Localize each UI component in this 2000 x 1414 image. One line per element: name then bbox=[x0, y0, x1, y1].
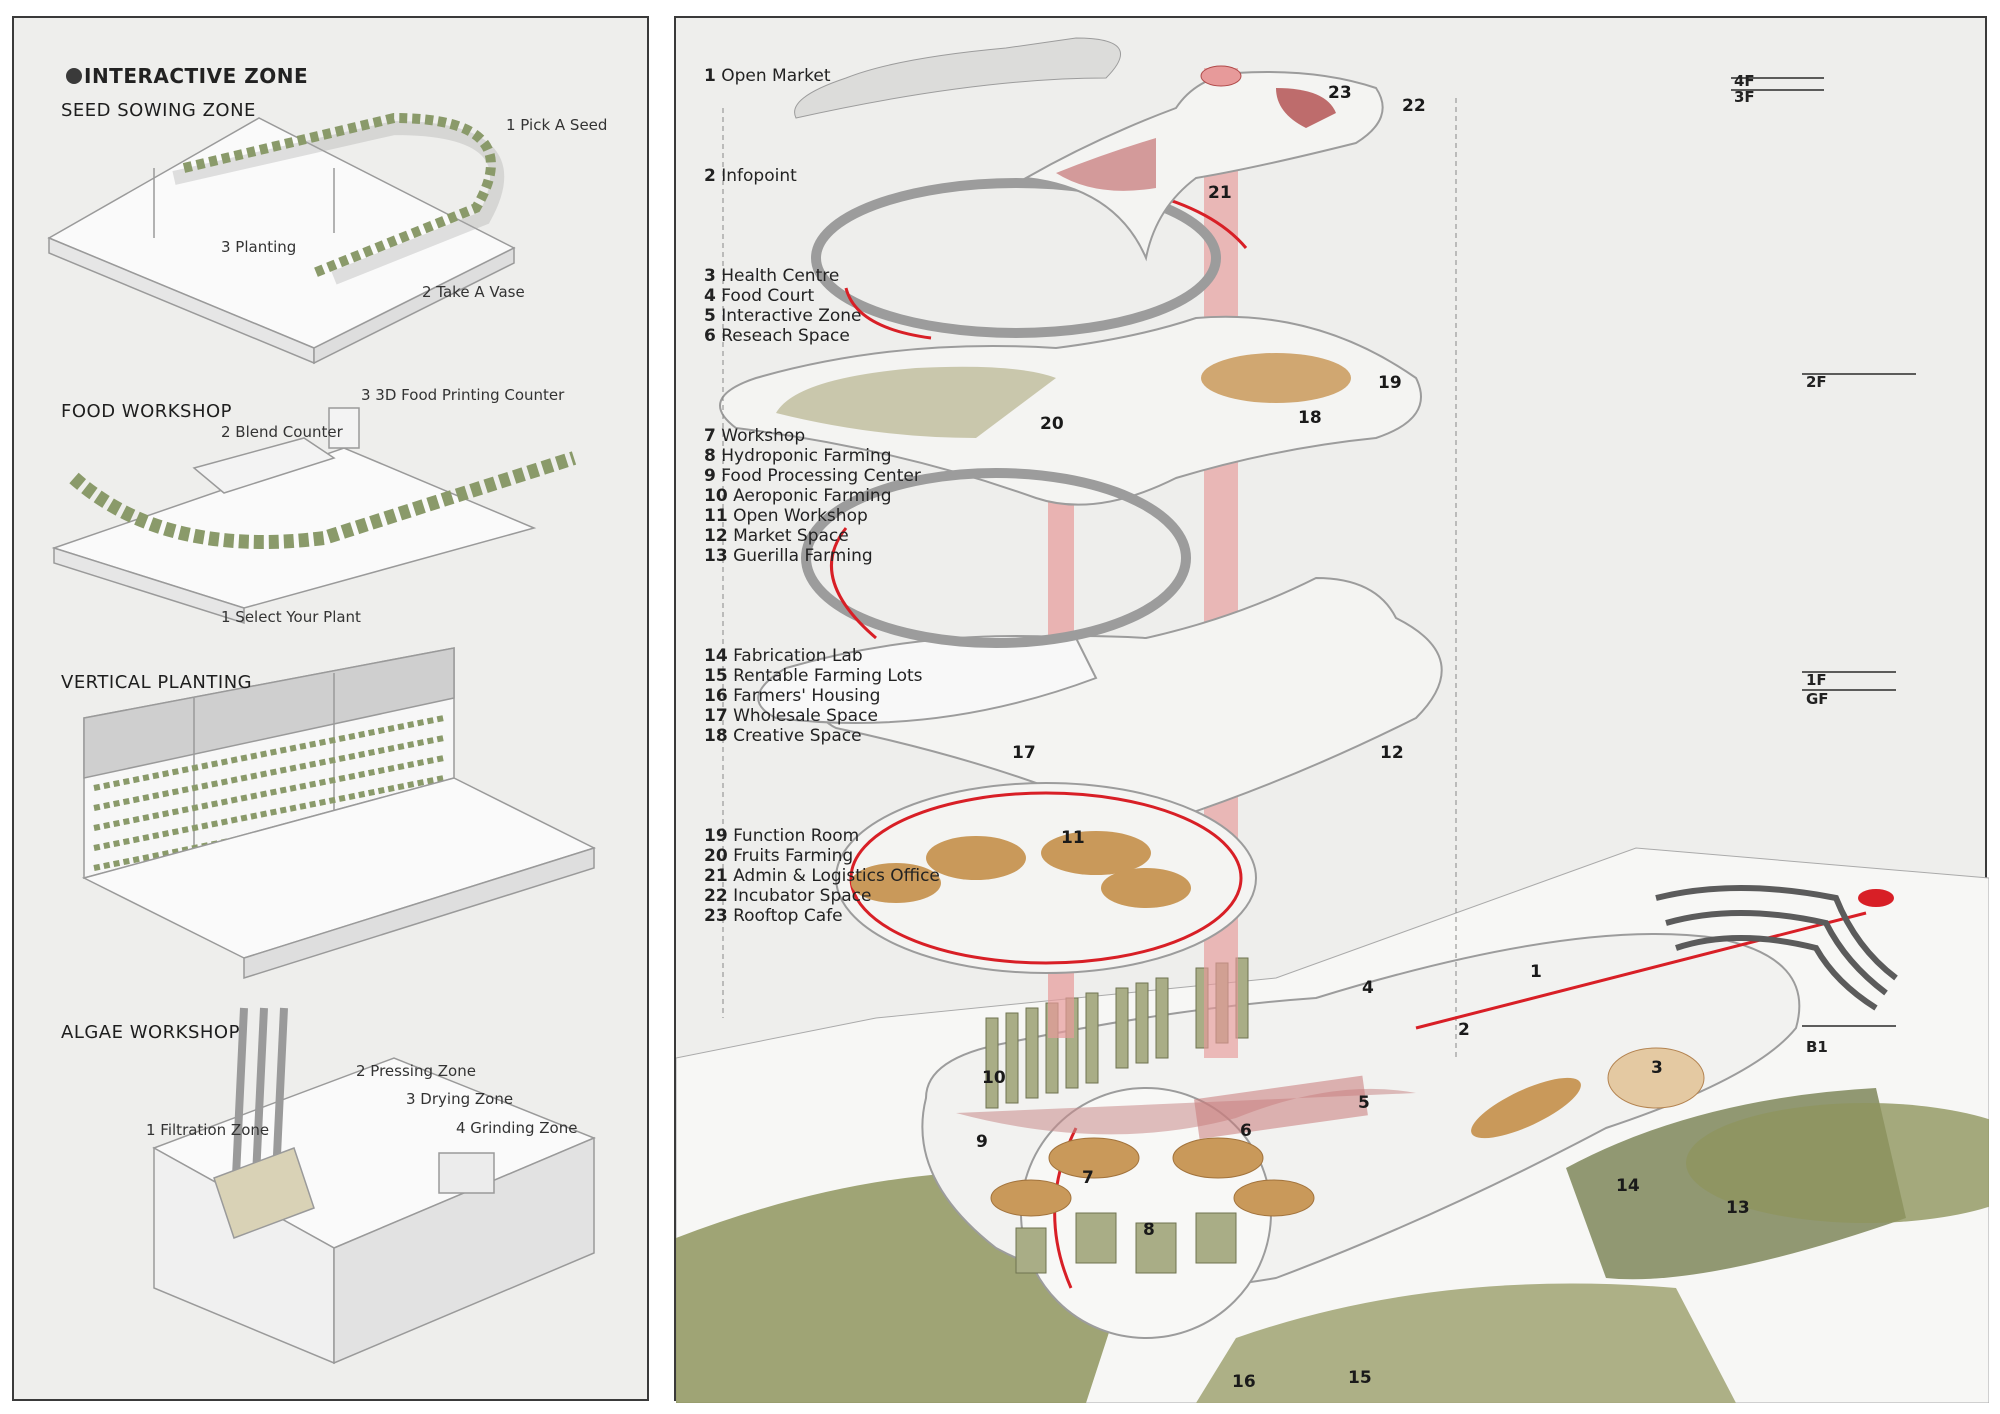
legend-item: 4 Food Court bbox=[704, 286, 815, 306]
open-market-canopy bbox=[1655, 885, 1898, 1011]
open-workshop-ring bbox=[835, 782, 1257, 974]
grinding-zone-label: 4 Grinding Zone bbox=[456, 1119, 578, 1137]
pick-a-seed-label: 1 Pick A Seed bbox=[506, 116, 608, 134]
floor-tag-b1: B1 bbox=[1806, 1038, 1828, 1056]
take-a-vase-label: 2 Take A Vase bbox=[422, 283, 525, 301]
info-route bbox=[1415, 911, 1867, 1030]
algae-workshop-illustration bbox=[152, 1007, 596, 1365]
zone-number-7: 7 bbox=[1082, 1168, 1094, 1188]
hydroponic-racks bbox=[1015, 1212, 1237, 1274]
legend-item: 18 Creative Space bbox=[704, 726, 862, 746]
legend-item: 23 Rooftop Cafe bbox=[704, 906, 843, 926]
legend-item: 11 Open Workshop bbox=[704, 506, 868, 526]
floor-level-rules bbox=[1731, 77, 1916, 1027]
zone-number-10: 10 bbox=[982, 1068, 1006, 1088]
pressing-zone-label: 2 Pressing Zone bbox=[356, 1062, 476, 1080]
zone-number-14: 14 bbox=[1616, 1176, 1640, 1196]
legend-item: 13 Guerilla Farming bbox=[704, 546, 873, 566]
interactive-zone-drawings bbox=[47, 68, 596, 1365]
legend-item: 5 Interactive Zone bbox=[704, 306, 862, 326]
filtration-zone-label: 1 Filtration Zone bbox=[146, 1121, 270, 1139]
legend-item: 8 Hydroponic Farming bbox=[704, 446, 892, 466]
floor-tag-1f: 1F bbox=[1806, 671, 1827, 689]
zone-number-6: 6 bbox=[1240, 1121, 1252, 1141]
floor-tag-gf: GF bbox=[1806, 690, 1829, 708]
legend-item: 15 Rentable Farming Lots bbox=[704, 666, 923, 686]
zone-number-23: 23 bbox=[1328, 83, 1352, 103]
entrance-marker bbox=[1858, 889, 1894, 907]
exploded-axonometric-panel: 1 2 3 4 5 6 7 8 9 10 11 12 13 14 15 16 1… bbox=[674, 16, 1989, 1403]
legend-item: 9 Food Processing Center bbox=[704, 466, 921, 486]
legend-item: 7 Workshop bbox=[704, 426, 806, 446]
zone-number-3: 3 bbox=[1651, 1058, 1663, 1078]
legend-item: 12 Market Space bbox=[704, 526, 849, 546]
algae-workshop-title: ALGAE WORKSHOP bbox=[61, 1022, 240, 1043]
green-lot-south bbox=[1196, 1283, 1736, 1403]
legend-item: 2 Infopoint bbox=[704, 166, 797, 186]
zone-number-11: 11 bbox=[1061, 828, 1085, 848]
vertical-planting-title: VERTICAL PLANTING bbox=[61, 672, 253, 693]
legend-item: 21 Admin & Logistics Office bbox=[704, 866, 940, 886]
drying-zone-label: 3 Drying Zone bbox=[406, 1090, 514, 1108]
legend-item: 17 Wholesale Space bbox=[704, 706, 878, 726]
zone-number-5: 5 bbox=[1358, 1093, 1370, 1113]
vertical-planting-illustration bbox=[81, 647, 596, 980]
zone-number-18: 18 bbox=[1298, 408, 1322, 428]
zone-number-12: 12 bbox=[1380, 743, 1404, 763]
zone-number-21: 21 bbox=[1208, 183, 1232, 203]
roof-shadow bbox=[794, 37, 1122, 119]
zone-number-20: 20 bbox=[1040, 414, 1064, 434]
zone-number-17: 17 bbox=[1012, 743, 1036, 763]
zone-number-15: 15 bbox=[1348, 1368, 1372, 1388]
zone-number-16: 16 bbox=[1232, 1372, 1256, 1392]
legend-item: 1 Open Market bbox=[704, 66, 831, 86]
floor-tag-4f: 4F bbox=[1734, 72, 1755, 90]
zone-number-9: 9 bbox=[976, 1132, 988, 1152]
seed-sowing-zone-title: SEED SOWING ZONE bbox=[61, 100, 256, 121]
3d-food-printing-label: 3 3D Food Printing Counter bbox=[361, 386, 565, 404]
legend-item: 6 Reseach Space bbox=[704, 326, 850, 346]
zone-number-2: 2 bbox=[1458, 1020, 1470, 1040]
floor-tag-2f: 2F bbox=[1806, 373, 1827, 391]
blend-counter-label: 2 Blend Counter bbox=[221, 423, 343, 441]
exploded-axonometric-drawing bbox=[676, 37, 1989, 1403]
interactive-zone-title: INTERACTIVE ZONE bbox=[84, 64, 309, 88]
zone-number-19: 19 bbox=[1378, 373, 1402, 393]
zone-number-1: 1 bbox=[1530, 962, 1542, 982]
planting-label: 3 Planting bbox=[221, 238, 297, 256]
legend-item: 10 Aeroponic Farming bbox=[704, 486, 892, 506]
seed-sowing-illustration bbox=[47, 112, 516, 365]
zone-number-4: 4 bbox=[1362, 978, 1374, 998]
interactive-zone-panel: INTERACTIVE ZONE SEED SOWING ZONE 1 Pick… bbox=[12, 16, 649, 1401]
food-workshop-title: FOOD WORKSHOP bbox=[61, 401, 233, 422]
zone-number-13: 13 bbox=[1726, 1198, 1750, 1218]
legend-item: 22 Incubator Space bbox=[704, 886, 872, 906]
wholesale-slab bbox=[757, 635, 1098, 724]
hydroponic-pods bbox=[990, 1137, 1315, 1217]
select-your-plant-label: 1 Select Your Plant bbox=[221, 608, 361, 626]
food-workshop-illustration bbox=[51, 407, 577, 625]
legend-item: 3 Health Centre bbox=[704, 266, 840, 286]
legend-item: 14 Fabrication Lab bbox=[704, 646, 863, 666]
legend-item: 16 Farmers' Housing bbox=[704, 686, 881, 706]
floor-tag-3f: 3F bbox=[1734, 88, 1755, 106]
zone-number-8: 8 bbox=[1143, 1220, 1155, 1240]
guerilla-farming-field bbox=[1686, 1103, 1989, 1223]
legend-item: 20 Fruits Farming bbox=[704, 846, 854, 866]
zone-number-22: 22 bbox=[1402, 96, 1426, 116]
legend-item: 19 Function Room bbox=[704, 826, 860, 846]
bullet-icon bbox=[66, 68, 82, 84]
